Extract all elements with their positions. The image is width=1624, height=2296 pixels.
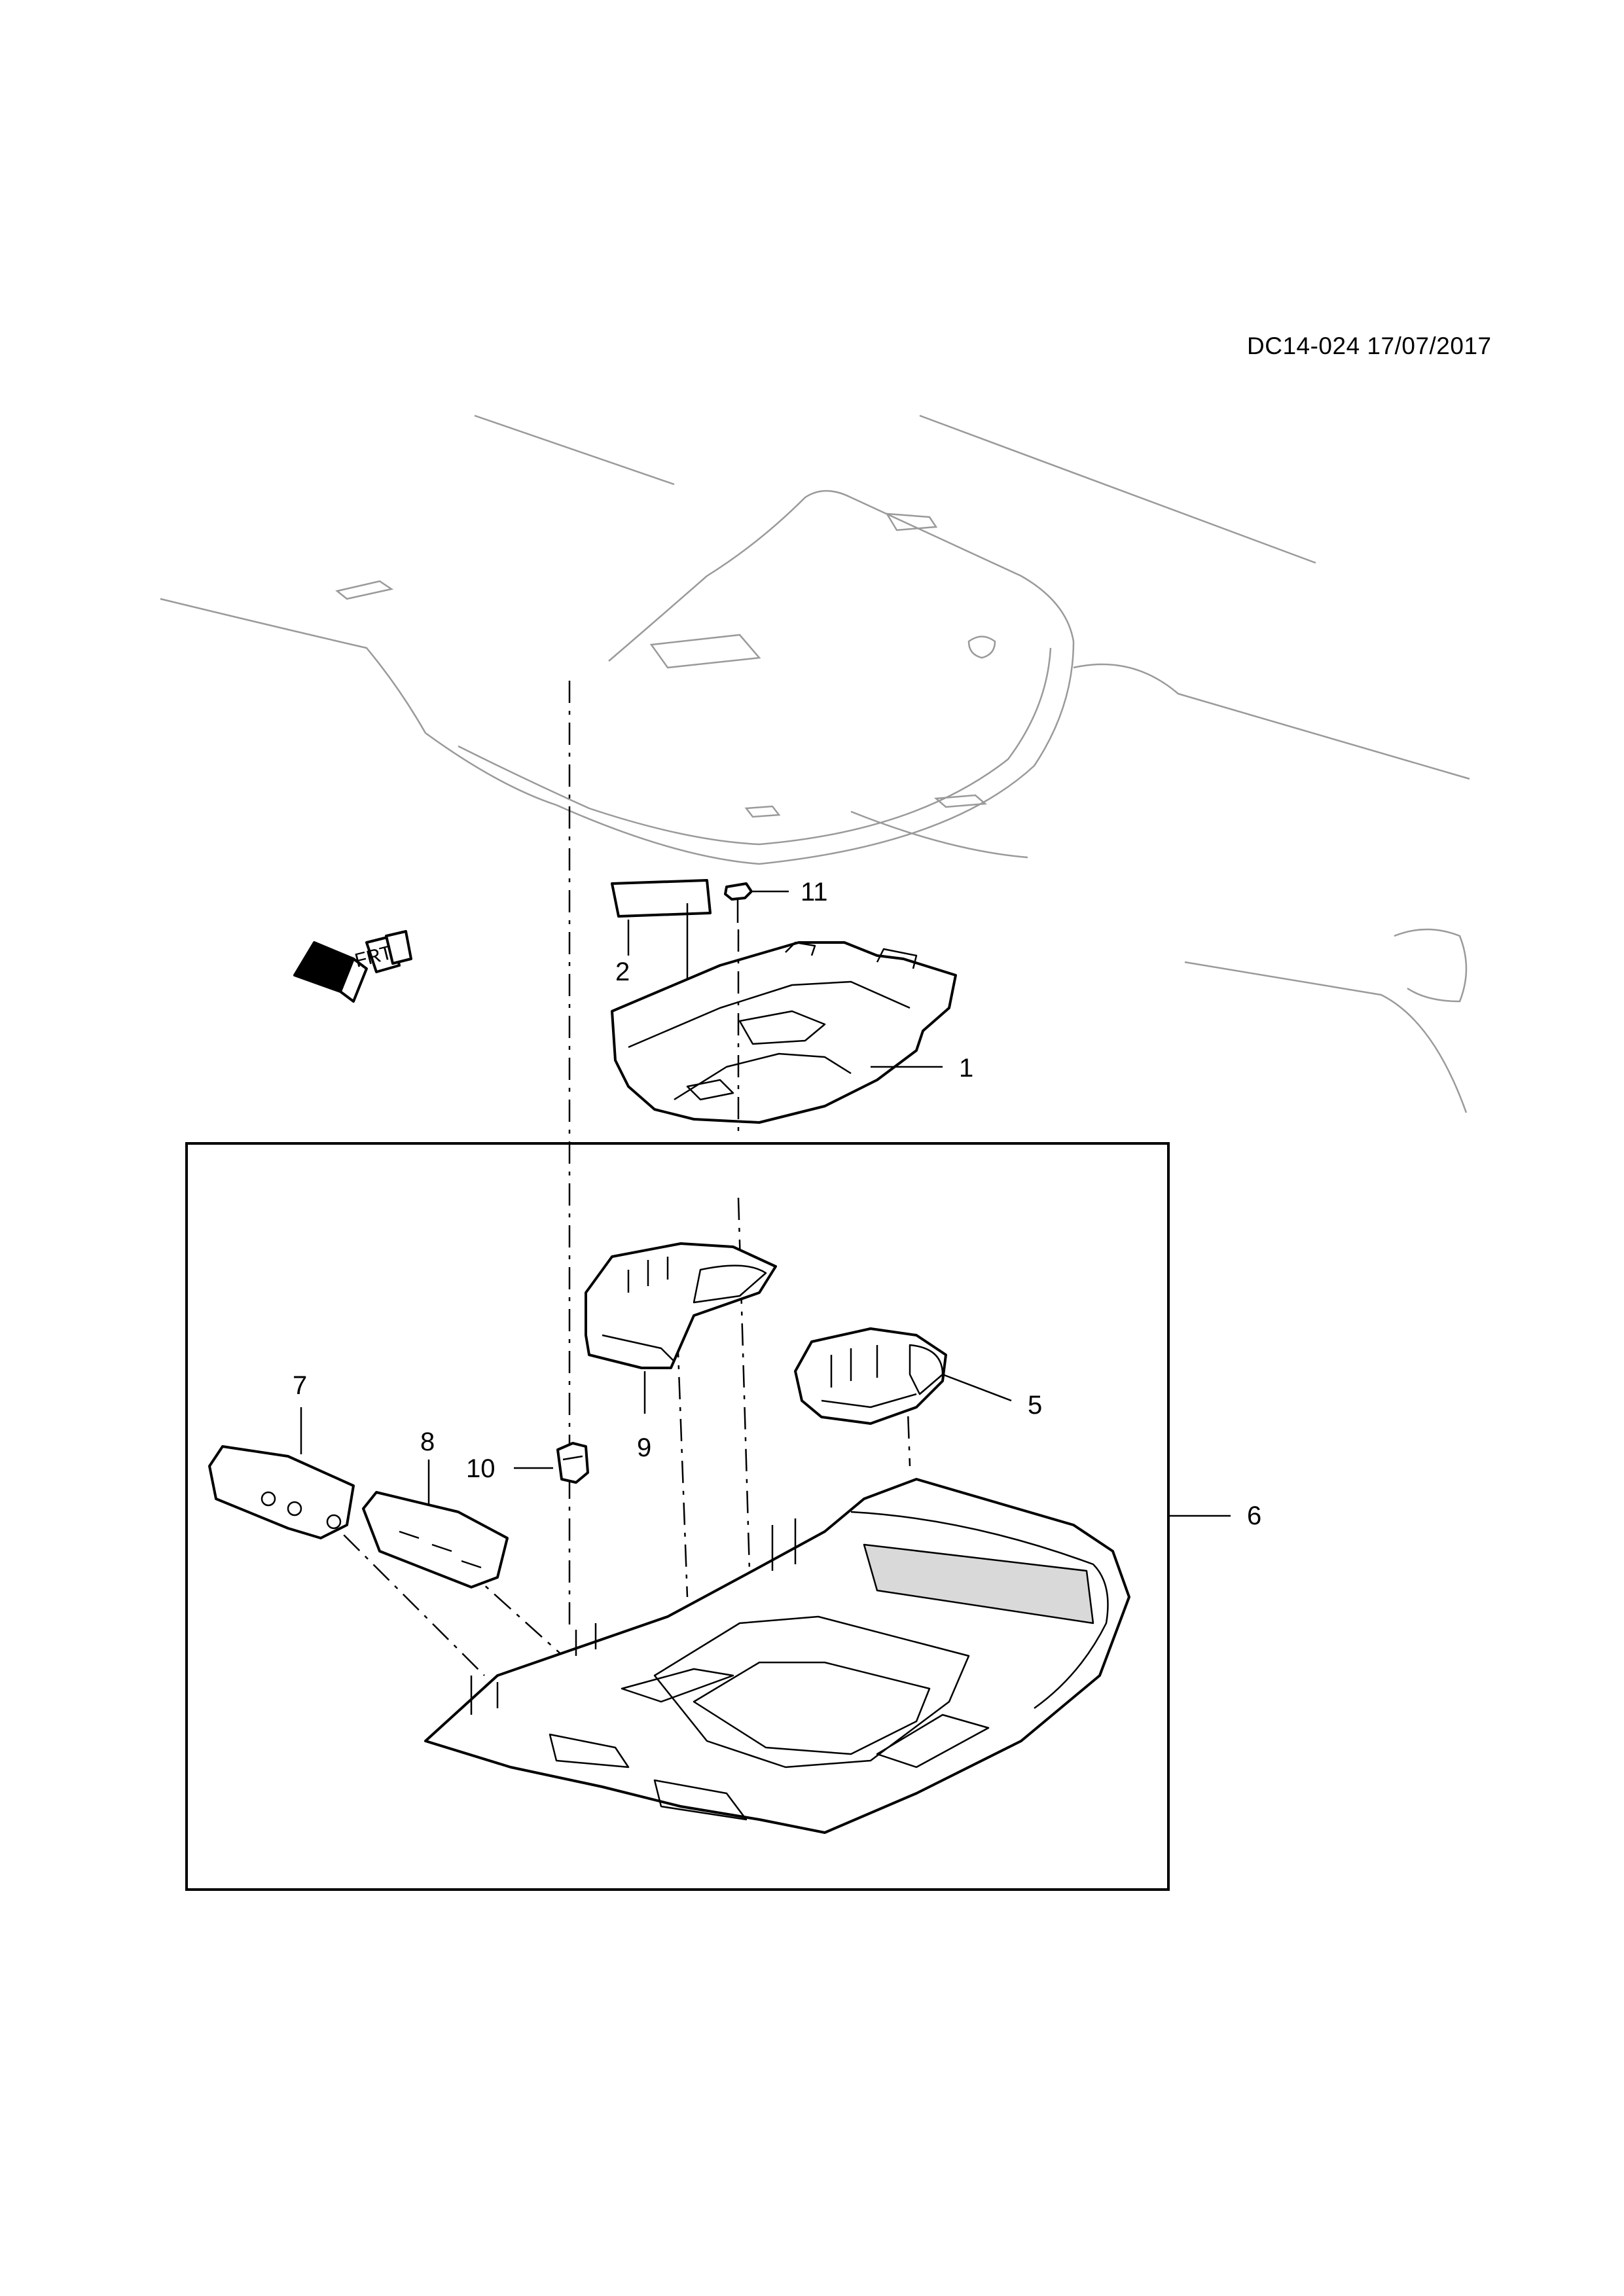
leader-line-5 [942,1373,1012,1402]
part-switch-panel [362,1491,509,1588]
callout-6: 6 [1247,1501,1262,1530]
part-reading-lamp [585,1242,777,1369]
part-clip [556,1442,589,1484]
callout-1: 1 [959,1054,974,1083]
part-screw [724,882,753,923]
front-direction-arrow-icon: FRT [293,930,412,1003]
diagram-reference: DC14-024 17/07/2017 [1247,332,1492,359]
alignment-line-f [314,1505,485,1676]
part-switch-unit [208,1445,355,1539]
callout-11: 11 [801,878,828,906]
part-dome-lamp [794,1327,947,1425]
alignment-line-g [431,1537,564,1657]
callout-10: 10 [466,1454,496,1483]
alignment-line-d [676,1335,689,1598]
callout-7: 7 [293,1371,308,1400]
headliner-panel [160,414,1470,1113]
part-bracket [611,941,957,1124]
callout-8: 8 [420,1427,435,1456]
part-console-trim [424,1478,1130,1834]
part-pad [611,879,712,918]
callout-5: 5 [1028,1391,1043,1420]
callout-2: 2 [615,958,630,986]
callout-9: 9 [637,1433,652,1462]
